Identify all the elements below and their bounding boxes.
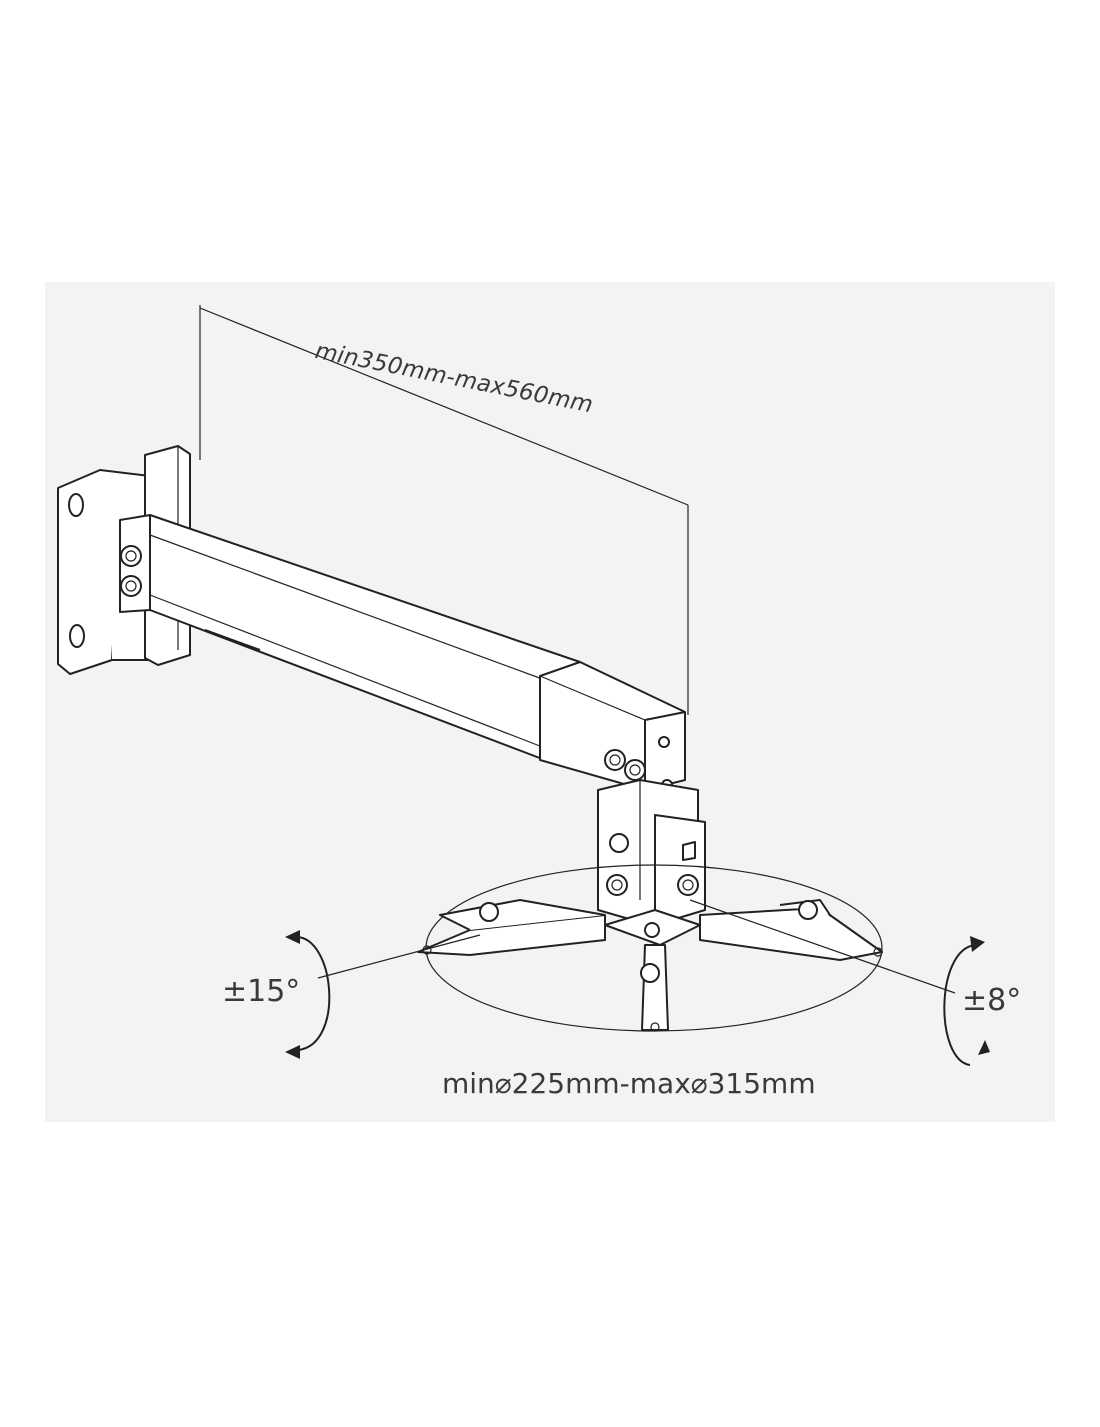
projector-plate	[417, 864, 883, 1032]
outer-arm-tube	[119, 514, 581, 761]
arm-length-dimension	[199, 305, 689, 715]
arm-bolts-wall	[120, 545, 142, 597]
swivel-pointer-line	[689, 899, 956, 994]
tilt-angle-label: ±15°	[222, 974, 301, 1009]
wall-plate-hole-bottom	[69, 624, 85, 648]
tilt-joint	[597, 779, 706, 926]
swivel-rotation-arrow-icon	[943, 936, 990, 1066]
tilt-rotation-arrow-icon	[285, 930, 331, 1059]
swivel-angle-label: ±8°	[962, 983, 1022, 1018]
wall-plate-hole-top	[68, 493, 84, 517]
inner-arm-tube	[539, 661, 686, 791]
tilt-pointer-line	[317, 934, 481, 979]
plate-diameter-label: min⌀225mm-max⌀315mm	[442, 1067, 816, 1100]
